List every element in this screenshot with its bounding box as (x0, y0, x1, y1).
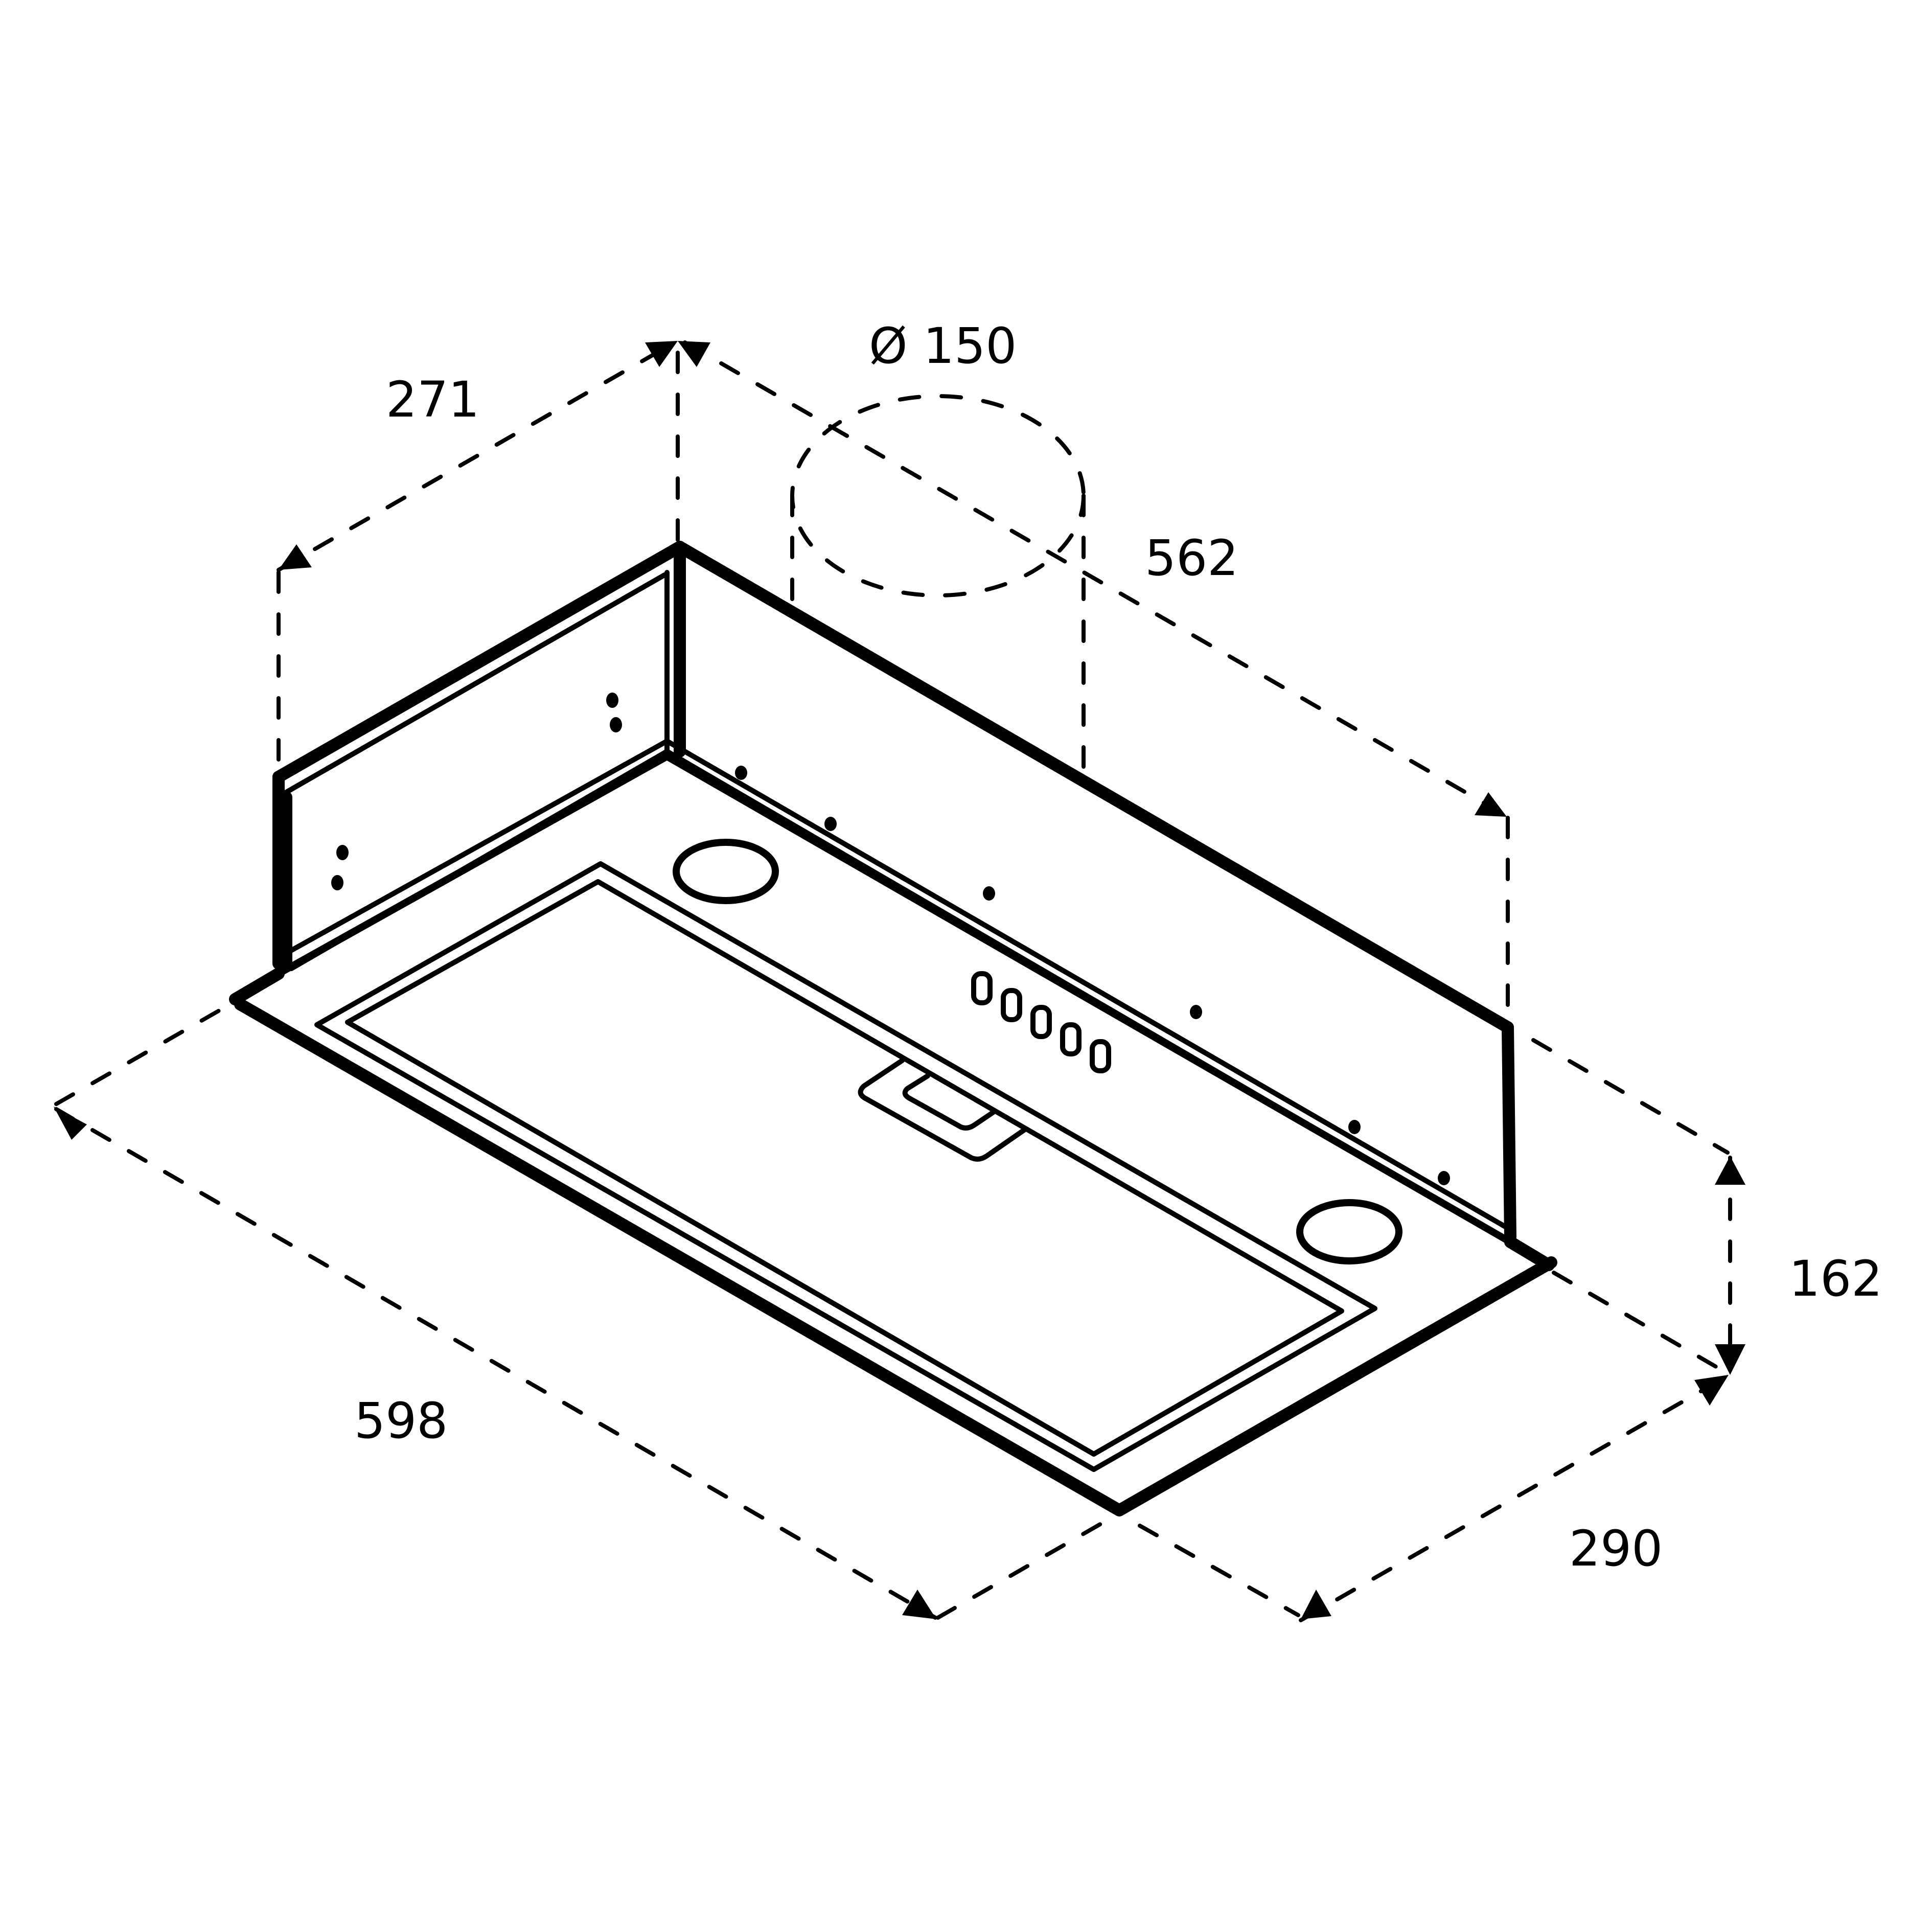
dimension-label-162: 162 (1789, 1250, 1882, 1307)
duct-outlet-outline (790, 394, 1086, 779)
control-button-5 (1090, 1039, 1111, 1073)
light-left (673, 839, 779, 904)
control-button-4 (1060, 1022, 1082, 1056)
dimension-label-562: 562 (1145, 530, 1238, 587)
control-button-1 (971, 971, 993, 1005)
dimension-lines (54, 340, 1745, 1622)
dimension-label-290: 290 (1569, 1520, 1663, 1577)
hood-bottom-plate (229, 753, 1557, 1516)
dimension-label-598: 598 (354, 1392, 448, 1450)
light-right (1296, 1199, 1402, 1264)
control-buttons (971, 971, 1111, 1073)
dimension-label-duct-diameter: Ø 150 (869, 317, 1017, 375)
dimension-label-271: 271 (386, 371, 479, 428)
grease-filter (314, 861, 1377, 1472)
filter-handle (858, 1058, 1027, 1162)
control-button-3 (1030, 1005, 1052, 1039)
control-button-2 (1001, 988, 1022, 1022)
mounting-holes (331, 693, 1450, 1185)
